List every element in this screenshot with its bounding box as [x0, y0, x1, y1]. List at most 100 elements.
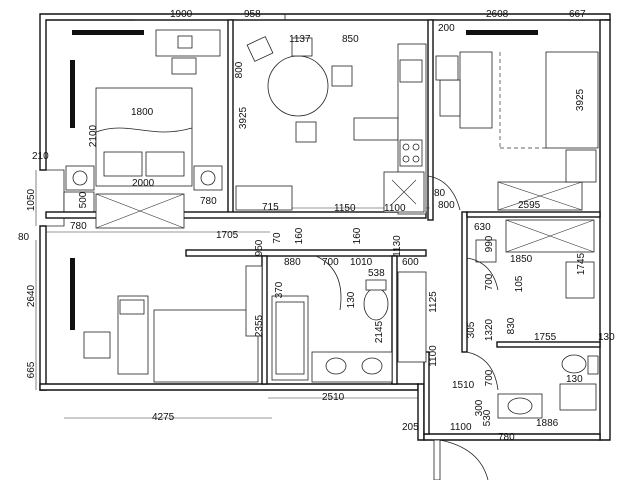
bedroom-bottom-left: [70, 258, 263, 383]
radiator-top-left: [72, 30, 144, 35]
dining-chair-4: [295, 121, 317, 143]
nightstand-left: [65, 165, 95, 191]
lamp-left-icon: [72, 170, 88, 186]
wall-right-corridor: [461, 211, 468, 353]
single-bed: [545, 51, 599, 149]
dining-chair-1: [246, 36, 274, 62]
monitor-top-left: [177, 35, 193, 49]
dim-label: 715: [262, 202, 279, 213]
toilet-wc: [561, 354, 587, 374]
dim-label: 2510: [322, 392, 345, 403]
dim-label: 4275: [152, 412, 175, 423]
dim-label: 160: [352, 227, 363, 244]
dim-label: 700: [484, 273, 495, 290]
dim-label: 210: [32, 151, 49, 162]
kitchen-sink: [399, 59, 423, 83]
dim-label: 370: [274, 281, 285, 298]
shelf-bottom-left: [119, 299, 145, 315]
sink-1-icon: [325, 357, 347, 375]
burner-3-icon: [402, 155, 410, 163]
bed-blanket-curve: [95, 127, 193, 133]
dim-label: 1850: [510, 254, 533, 265]
wall-kitchen-bedroom2: [427, 19, 434, 221]
dim-label: 1100: [428, 345, 439, 367]
wall-bedroom1-living: [227, 19, 234, 216]
dim-label: 2640: [26, 284, 37, 307]
bathroom: [271, 255, 427, 383]
dim-label: 205: [402, 422, 419, 433]
dim-label: 1130: [392, 235, 403, 257]
vanity-counter: [311, 351, 393, 383]
burner-4-icon: [412, 155, 420, 163]
dim-label: 700: [322, 257, 339, 268]
dim-label: 600: [402, 257, 419, 268]
dim-label: 530: [482, 409, 493, 426]
kitchen: [383, 43, 427, 215]
dim-label: 780: [498, 432, 515, 443]
dim-label: 1800: [131, 107, 154, 118]
chair-bottom-left: [83, 331, 111, 359]
dim-label: 665: [26, 361, 37, 378]
wall-mid-horizontal: [185, 249, 427, 257]
dim-label: 80: [434, 188, 446, 199]
door-swing-wc: [466, 351, 499, 391]
sink-wc-icon: [507, 397, 533, 415]
laundry-cabinet: [397, 271, 427, 363]
dim-label: 538: [368, 268, 385, 279]
dim-label: 667: [569, 9, 586, 20]
wc-bottom-right: [466, 351, 599, 419]
fridge-mark-b: [391, 179, 417, 205]
dim-label: 1100: [450, 422, 472, 433]
outer-walls: [39, 13, 611, 441]
dim-label: 70: [272, 232, 283, 244]
bed-bottom-left: [153, 309, 259, 383]
living-dining: [235, 14, 399, 211]
dim-label: 130: [598, 332, 615, 343]
pillow-right: [145, 151, 185, 177]
burner-2-icon: [412, 143, 420, 151]
bedroom-top-left: [65, 29, 223, 229]
wardrobe-cross-b: [95, 193, 185, 229]
entry-door-swing: [439, 439, 489, 480]
dim-label: 830: [506, 317, 517, 334]
dim-label: 2355: [254, 314, 265, 337]
chair-top-left: [171, 57, 197, 75]
dim-label: 1745: [576, 252, 587, 275]
shelf-wc: [559, 383, 597, 411]
bottom-right-wall: [417, 383, 425, 441]
sofa-bench: [235, 185, 293, 211]
bottom-wall-entry: [423, 433, 601, 441]
dim-label: 780: [70, 221, 87, 232]
dim-label: 1010: [350, 257, 373, 268]
entry-door-leaf: [433, 439, 441, 480]
bedroom-top-right: [435, 30, 599, 211]
right-corridor: [427, 175, 595, 299]
dim-label: 130: [346, 291, 357, 308]
dim-label: 1705: [216, 230, 239, 241]
closet1-cross-b: [505, 219, 595, 253]
door-swing-corridor: [466, 257, 499, 291]
storage-top-right: [565, 149, 597, 183]
dim-label: 950: [254, 239, 265, 256]
pillow-left: [103, 151, 143, 177]
dim-label: 958: [244, 9, 261, 20]
dim-label: 1100: [384, 203, 406, 214]
dim-label: 1886: [536, 418, 559, 429]
dining-table: [267, 55, 329, 117]
kitchen-hob: [399, 139, 423, 167]
dim-label: 1050: [26, 188, 37, 211]
wardrobe2-cross-b: [497, 181, 583, 211]
dim-label: 105: [514, 275, 525, 292]
wall-right-mid: [466, 211, 601, 218]
wall-upper-horizontal: [45, 211, 427, 219]
dining-chair-2: [291, 37, 313, 57]
door-swing-entry: [427, 175, 461, 211]
bathtub-inner: [275, 301, 305, 375]
kitchen-island: [353, 117, 399, 141]
sink-2-icon: [361, 357, 383, 375]
toilet-tank-wc: [587, 355, 599, 375]
dim-label: 500: [78, 191, 89, 208]
dim-label: 880: [284, 257, 301, 268]
dim-label: 630: [474, 222, 491, 233]
radiator-left-wall: [70, 60, 75, 128]
